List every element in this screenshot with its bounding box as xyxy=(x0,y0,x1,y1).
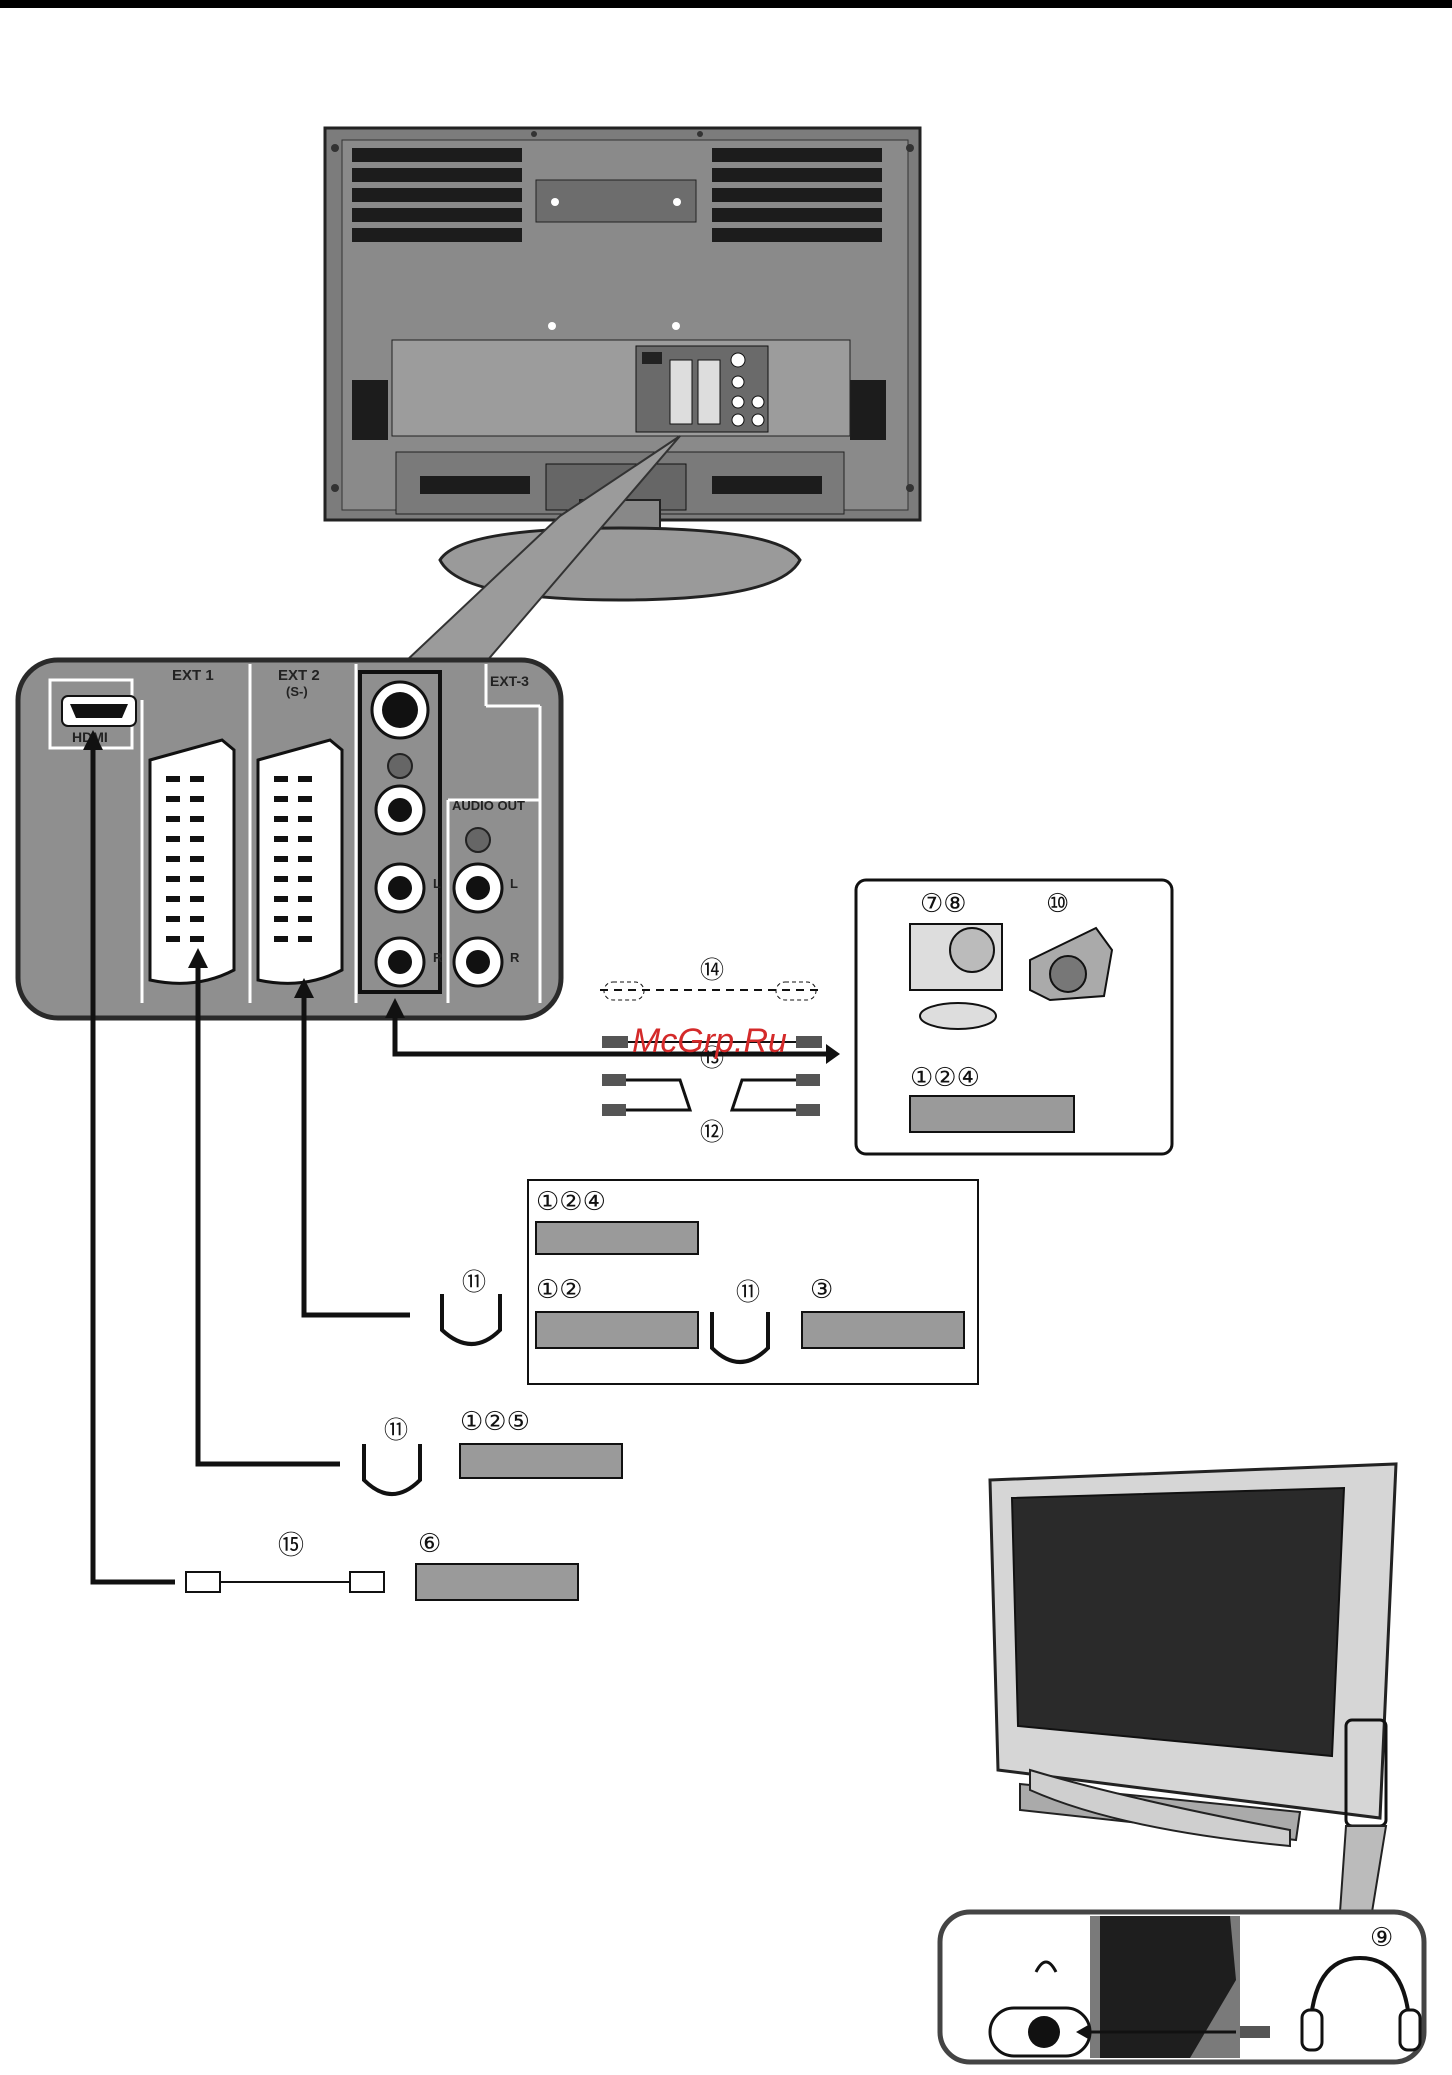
ext1-cable-11-label: ⑪ xyxy=(384,1416,408,1444)
ext3-label: EXT-3 xyxy=(490,673,529,689)
hdmi-device xyxy=(416,1564,578,1600)
left-channel-label: L xyxy=(433,876,441,891)
ext2-device-group: ①②④ ①② ⑪ ③ ⑪ xyxy=(442,1180,978,1384)
header-rule xyxy=(0,0,1452,8)
scart-plug-ext2 xyxy=(442,1294,500,1344)
ext3-device-group: ⑦⑧ ⑩ ①②④ xyxy=(856,880,1172,1154)
tv-rear-view xyxy=(325,128,920,600)
ext2-device-b xyxy=(536,1312,698,1348)
ext2-device-a xyxy=(536,1222,698,1254)
recorder-device-top xyxy=(910,1096,1074,1132)
cable-14-label: ⑭ xyxy=(700,956,724,984)
gamepad-icon xyxy=(920,1003,996,1029)
ext2-box-a-label: ①②④ xyxy=(536,1187,606,1217)
ext2-box-c-label: ③ xyxy=(810,1275,833,1305)
headphones-label: ⑨ xyxy=(1370,1923,1393,1953)
audio-out-label: AUDIO OUT xyxy=(452,798,525,813)
ext1-label: EXT 1 xyxy=(172,667,214,684)
ext1-device-group: ⑪ ①②⑤ xyxy=(364,1407,622,1494)
device-group-label-78: ⑦⑧ xyxy=(920,889,967,919)
left-channel-label-out: L xyxy=(510,876,518,891)
cable-12-label: ⑫ xyxy=(700,1118,724,1146)
scart-plug-ext1 xyxy=(364,1444,420,1494)
hdmi-device-label: ⑥ xyxy=(418,1529,441,1559)
device-group-label-10: ⑩ xyxy=(1046,889,1069,919)
connector-panel: HDMI EXT 1 EXT 2 (S-) xyxy=(18,660,561,1018)
ext1-device-label: ①②⑤ xyxy=(460,1407,530,1437)
ext2-cable-11-inner: ⑪ xyxy=(736,1278,760,1306)
cable-15-label: ⑮ xyxy=(278,1531,304,1561)
headphone-zoom-box: ⑨ xyxy=(940,1912,1424,2062)
device-group-label-124: ①②④ xyxy=(910,1063,980,1093)
ext2-device-c xyxy=(802,1312,964,1348)
ext2-box-b-label: ①② xyxy=(536,1275,583,1305)
right-channel-label: R xyxy=(433,950,443,965)
ext1-device xyxy=(460,1444,622,1478)
ext2-sub-label: (S-) xyxy=(286,684,308,699)
side-zoom-wedge xyxy=(1340,1826,1386,1912)
ext2-label: EXT 2 xyxy=(278,667,320,684)
tv-front-view xyxy=(990,1464,1396,1846)
right-channel-label-out: R xyxy=(510,950,520,965)
headphone-jack[interactable] xyxy=(1028,2016,1060,2048)
hdmi-device-group: ⑮ ⑥ xyxy=(186,1529,578,1600)
ext2-cable-11-label: ⑪ xyxy=(462,1268,486,1296)
watermark: McGrp.Ru xyxy=(632,1022,787,1060)
